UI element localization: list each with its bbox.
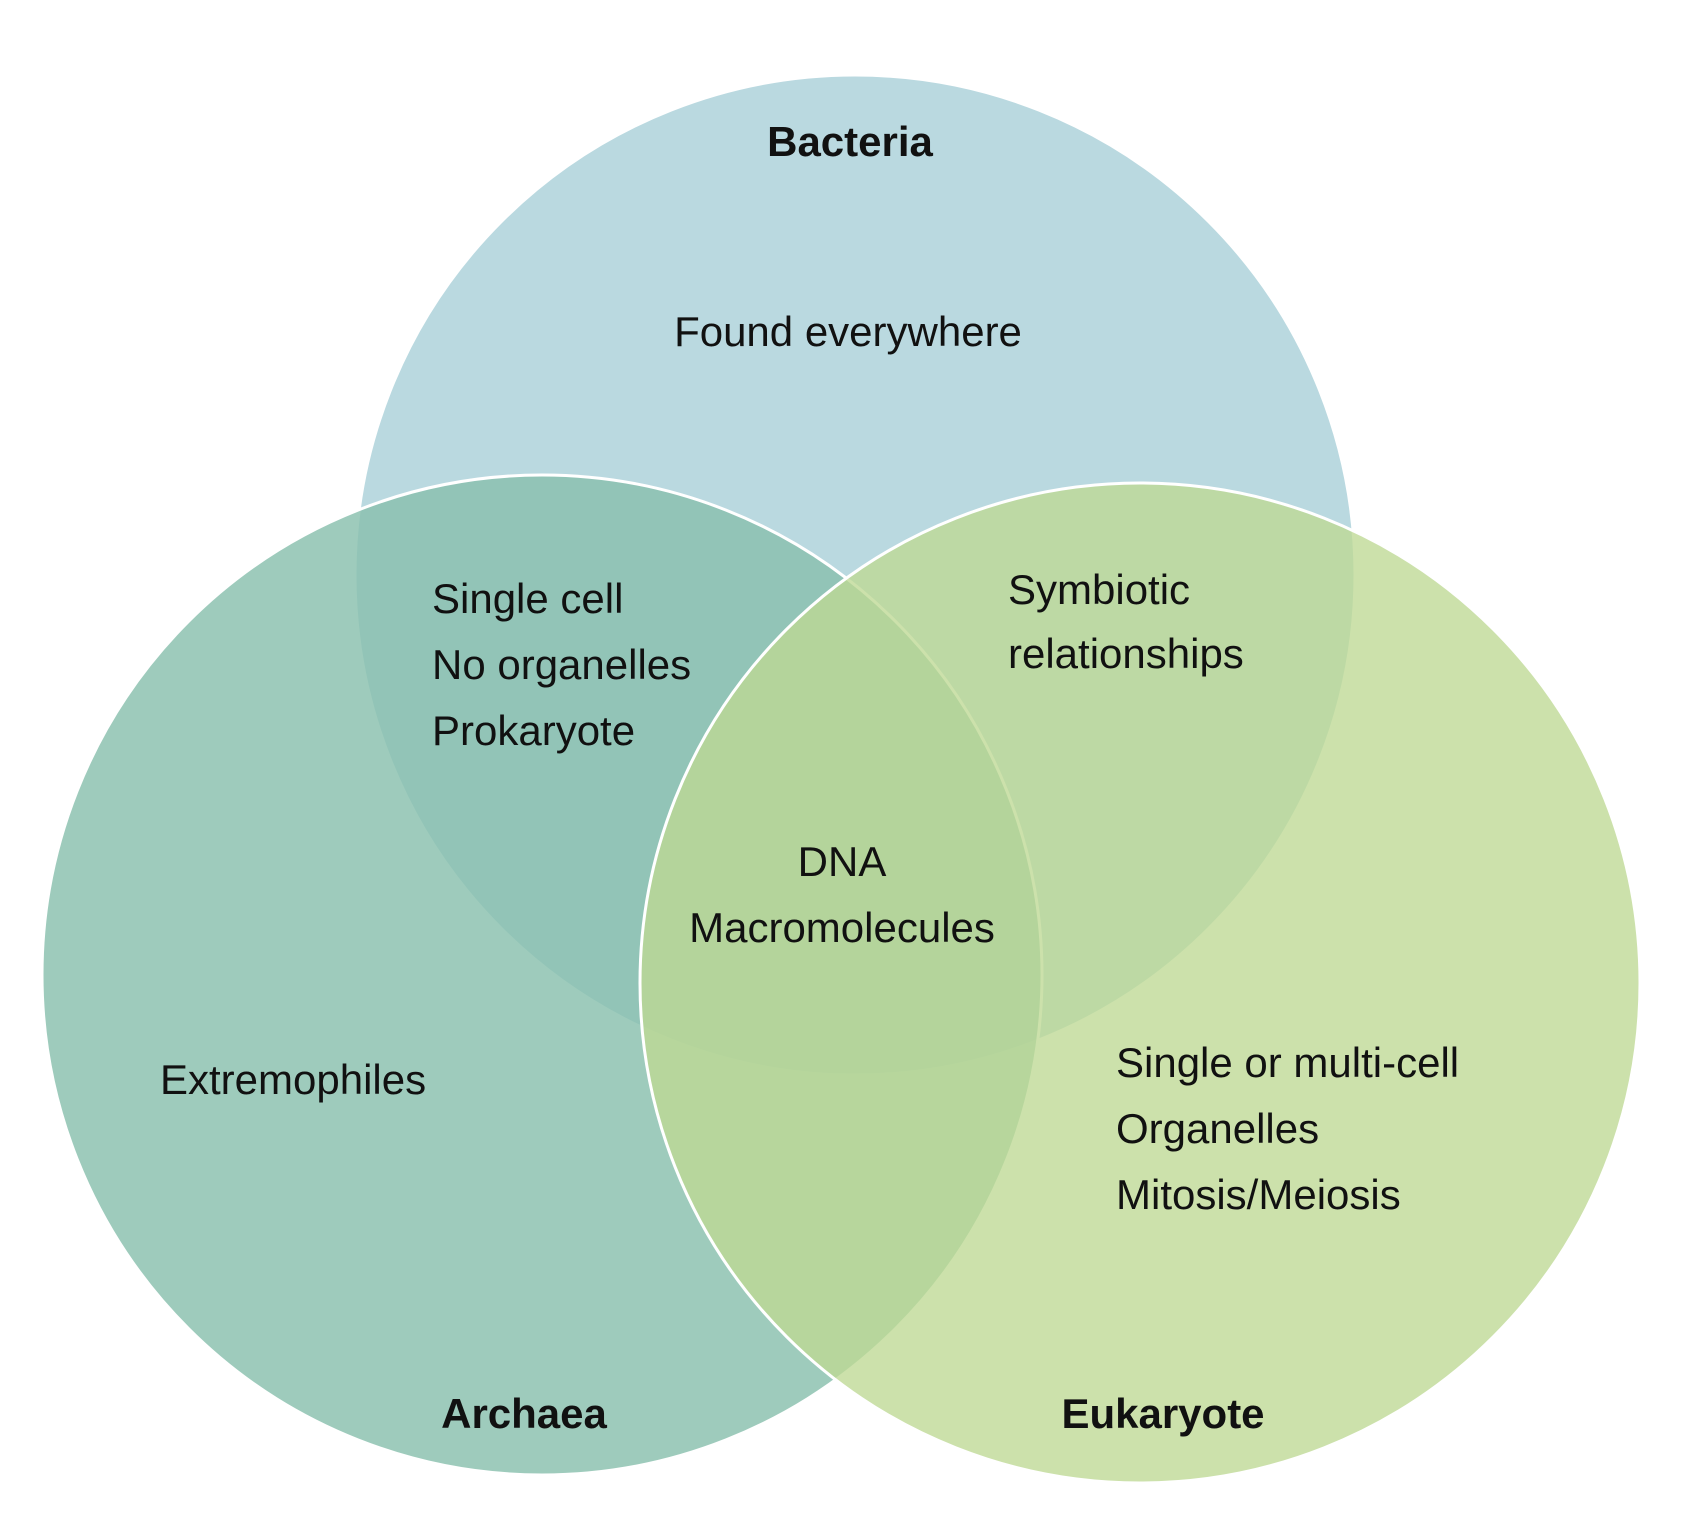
all-three-line-2: Macromolecules [689,904,995,951]
eukaryote-only-line-1: Single or multi-cell [1116,1039,1459,1086]
all-three-line-1: DNA [798,838,887,885]
bacteria-archaea-line-2: No organelles [432,641,691,688]
archaea-only-text: Extremophiles [160,1056,426,1103]
archaea-label: Archaea [441,1390,607,1437]
bacteria-only-text: Found everywhere [674,308,1022,355]
bacteria-eukaryote-line-2: relationships [1008,630,1244,677]
eukaryote-only-line-2: Organelles [1116,1105,1319,1152]
bacteria-eukaryote-line-1: Symbiotic [1008,566,1190,613]
eukaryote-circle [638,481,1642,1485]
eukaryote-only-line-3: Mitosis/Meiosis [1116,1171,1401,1218]
bacteria-archaea-line-1: Single cell [432,575,623,622]
eukaryote-label: Eukaryote [1061,1390,1264,1437]
bacteria-label: Bacteria [767,118,933,165]
bacteria-archaea-line-3: Prokaryote [432,707,635,754]
